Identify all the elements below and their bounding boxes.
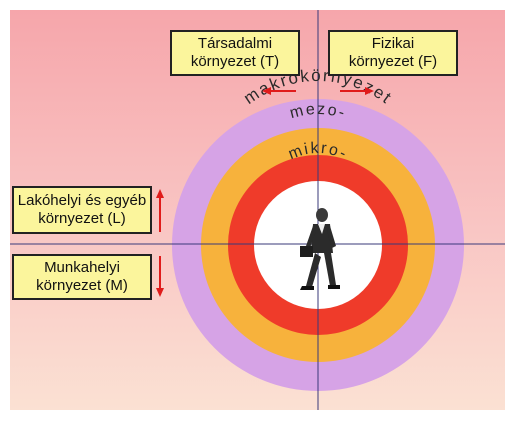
label-residential-environment: Lakóhelyi és egyéb környezet (L): [12, 186, 152, 234]
arrow-up-icon: [156, 189, 164, 232]
label-physical-line1: Fizikai: [371, 35, 415, 52]
label-work-line2: környezet (M): [36, 277, 128, 294]
label-work-line1: Munkahelyi: [44, 259, 120, 276]
label-physical-line2: környezet (F): [348, 53, 438, 70]
label-physical-environment: Fizikai környezet (F): [328, 30, 458, 76]
arrow-left-icon: [262, 87, 296, 95]
label-work-environment: Munkahelyi környezet (M): [12, 254, 152, 300]
label-residential-line1: Lakóhelyi és egyéb: [17, 192, 147, 209]
label-social-line1: Társadalmi: [197, 35, 273, 52]
label-social-environment: Társadalmi környezet (T): [170, 30, 300, 76]
walking-businessman-icon: [300, 208, 340, 290]
label-residential-line2: környezet (L): [38, 210, 126, 227]
ring-label-meso: mezo-: [288, 101, 348, 123]
label-social-line2: környezet (T): [190, 53, 280, 70]
arrow-right-icon: [340, 87, 374, 95]
ring-label-micro: mikro-: [286, 140, 350, 164]
arrow-down-icon: [156, 256, 164, 297]
